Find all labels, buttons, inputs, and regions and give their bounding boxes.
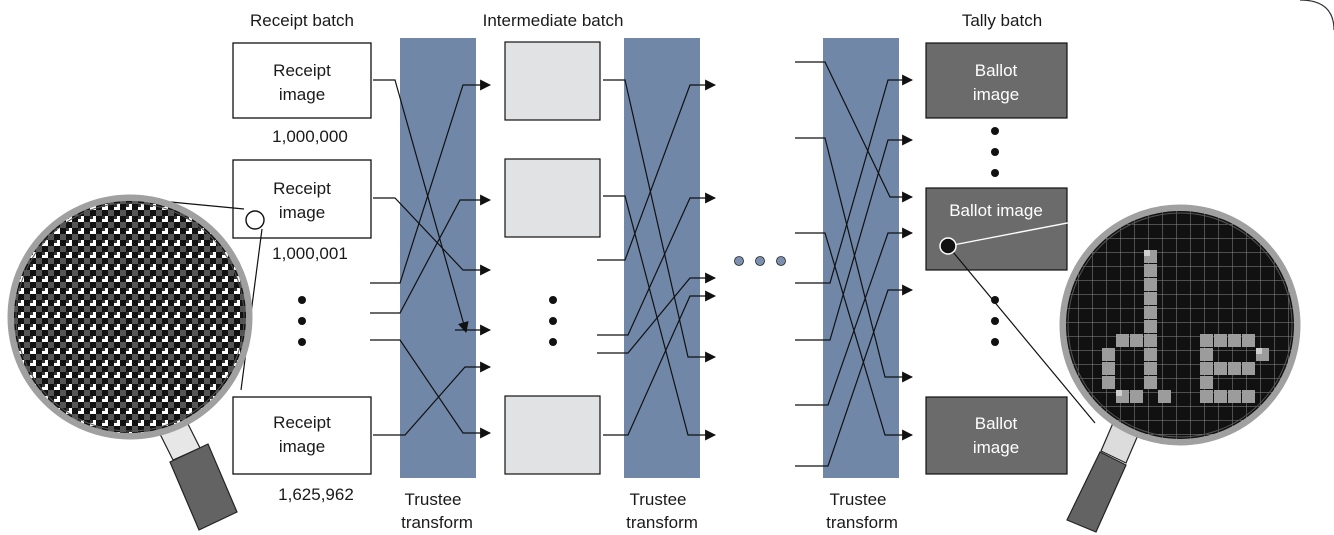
trustee-column-2: [624, 38, 700, 478]
trustee-label-1-line2: transform: [401, 513, 473, 532]
mix-lines-stage-2: [597, 79, 717, 441]
trustee-label-2-line1: Trustee: [629, 490, 686, 509]
tally-batch-header: Tally batch: [962, 11, 1042, 30]
receipt-pattern: [14, 201, 246, 433]
ballot-magnifier-handle: [1066, 451, 1127, 533]
receipt-number-3: 1,625,962: [278, 485, 354, 504]
receipt-number-1: 1,000,000: [272, 127, 348, 146]
receipt-magnifier: [7, 194, 265, 531]
intermediate-box-3: [504, 395, 601, 475]
trustee-label-3-line2: transform: [826, 513, 898, 532]
receipt-focus-point: [245, 210, 265, 230]
ballot-box-3-line1: Ballot: [975, 414, 1018, 433]
trustee-label-1: Trustee transform: [401, 490, 473, 532]
trustee-column-3: [823, 38, 899, 478]
ballot-focus-point: [939, 237, 957, 255]
intermediate-batch-header: Intermediate batch: [483, 11, 624, 30]
ballot-box-3-line2: image: [973, 438, 1019, 457]
receipt-ellipsis: [298, 296, 306, 346]
mix-lines-stage-3: [795, 61, 914, 467]
ballot-ellipsis-top: [991, 127, 999, 177]
ballot-box-2: Ballot image: [925, 187, 1068, 271]
ballot-box-3: Ballot image: [925, 396, 1068, 475]
ballot-ellipsis-bottom: [991, 296, 999, 346]
magnifier-handle: [169, 443, 238, 531]
trustee-label-3: Trustee transform: [826, 490, 898, 532]
receipt-box-2-line1: Receipt: [273, 179, 331, 198]
ballot-box-2-line1: Ballot image: [949, 201, 1043, 220]
trustee-label-2-line2: transform: [626, 513, 698, 532]
intermediate-box-2: [504, 158, 601, 238]
receipt-box-3-line1: Receipt: [273, 413, 331, 432]
ballot-box-1-line2: image: [973, 85, 1019, 104]
ballot-box-1-line1: Ballot: [975, 61, 1018, 80]
trustee-label-2: Trustee transform: [626, 490, 698, 532]
intermediate-box-1: [504, 41, 601, 121]
receipt-box-3-line2: image: [279, 437, 325, 456]
page-corner-arc: [1299, 0, 1334, 31]
trustee-label-3-line1: Trustee: [829, 490, 886, 509]
receipt-box-3: Receipt image: [232, 396, 372, 475]
receipt-box-1-line2: image: [279, 85, 325, 104]
trustee-label-1-line1: Trustee: [404, 490, 461, 509]
transform-ellipsis: [734, 256, 786, 266]
mix-lines-stage-1: [370, 79, 492, 439]
trustee-column-1: [400, 38, 476, 478]
ballot-letter-glyphs: [1102, 250, 1269, 403]
receipt-box-1: Receipt image: [232, 42, 372, 119]
receipt-number-2: 1,000,001: [272, 244, 348, 263]
receipt-batch-header: Receipt batch: [250, 11, 354, 30]
ballot-magnifier: [939, 204, 1301, 533]
ballot-box-1: Ballot image: [925, 42, 1068, 119]
receipt-box-2-line2: image: [279, 203, 325, 222]
receipt-box-1-line1: Receipt: [273, 61, 331, 80]
intermediate-ellipsis: [549, 296, 557, 346]
